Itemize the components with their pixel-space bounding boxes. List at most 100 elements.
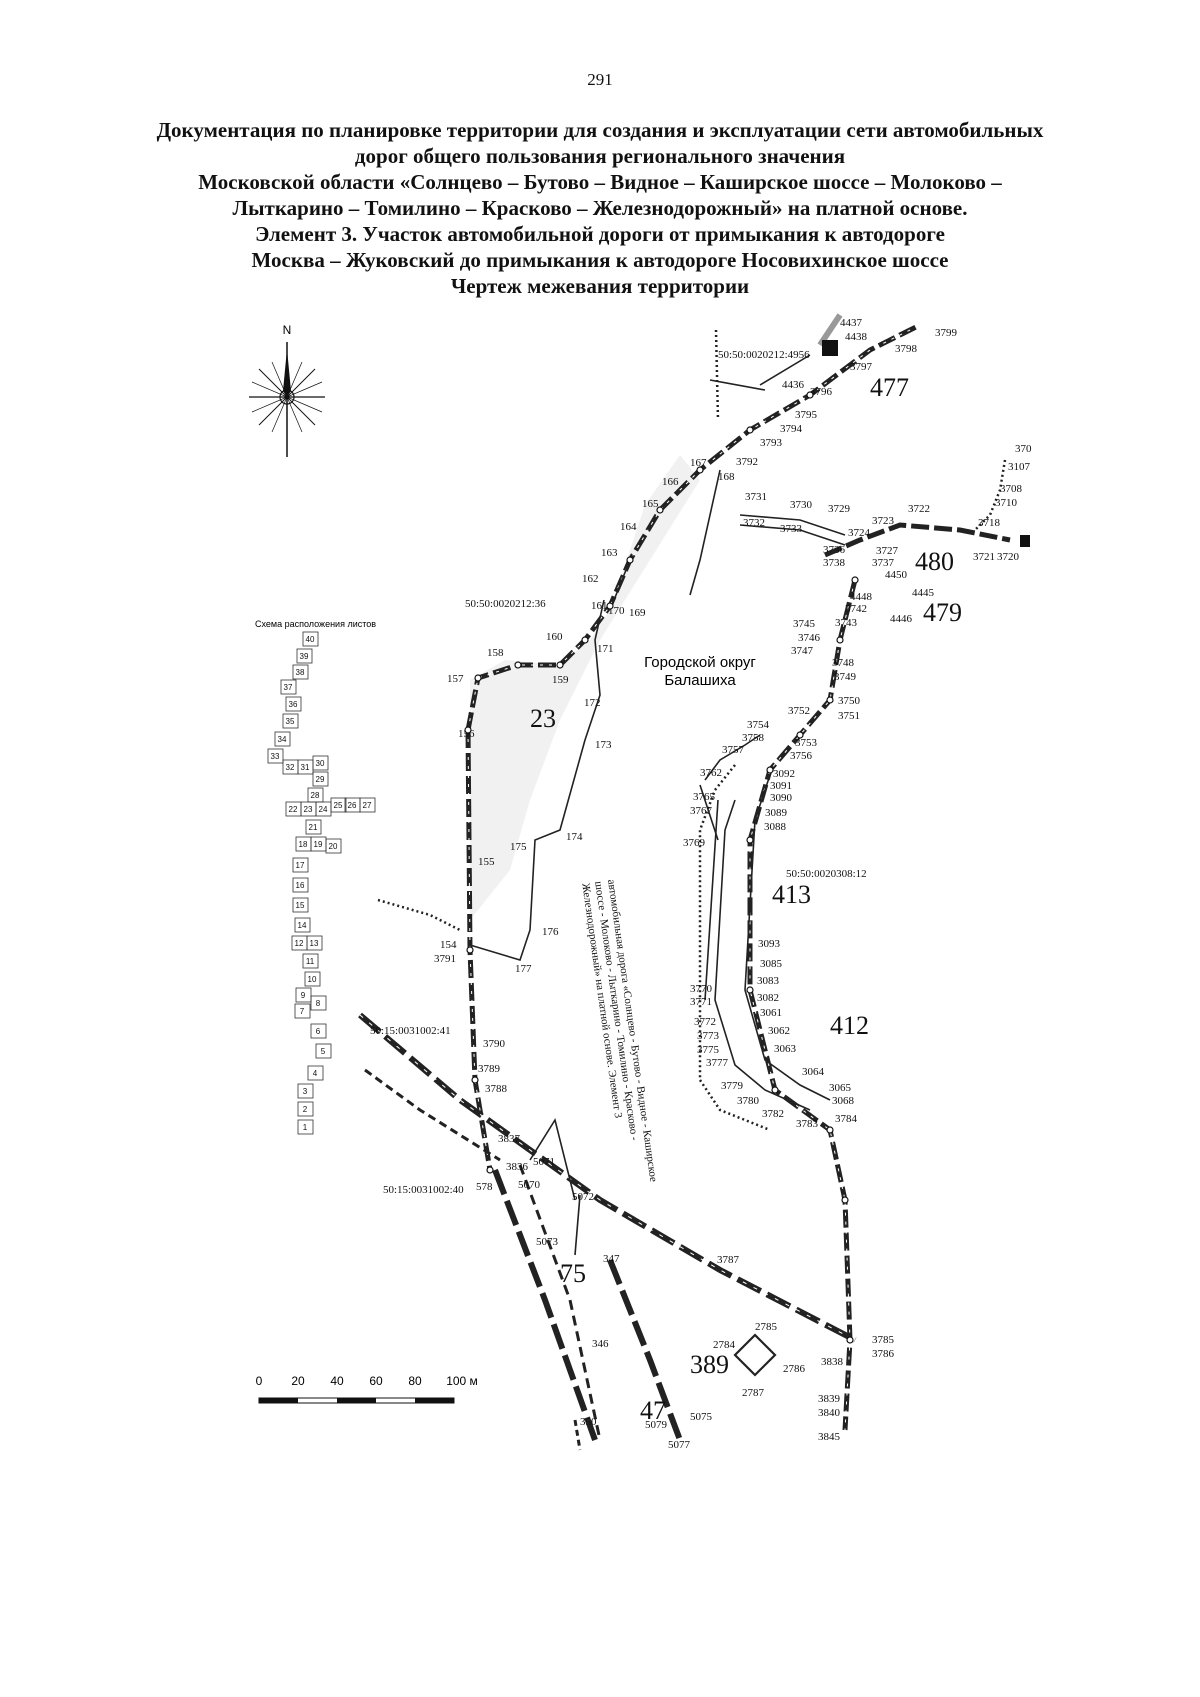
point-label: 3083 bbox=[757, 975, 780, 987]
sheet-number: 27 bbox=[363, 801, 372, 810]
boundary-point-marker bbox=[826, 696, 834, 704]
point-label: 3787 bbox=[717, 1254, 740, 1266]
cadastral-labels: 50:50:0020212:4956 50:50:0020212:36 50:5… bbox=[370, 349, 867, 1196]
point-label: 157 bbox=[447, 673, 464, 685]
boundary-point-marker bbox=[486, 1166, 494, 1174]
document-title: Документация по планировке территории дл… bbox=[90, 117, 1110, 299]
sheet-cell bbox=[267, 748, 284, 764]
point-label: 3710 bbox=[995, 497, 1018, 509]
sheet-number: 16 bbox=[296, 881, 305, 890]
point-label: 3061 bbox=[760, 1007, 782, 1019]
point-label: 169 bbox=[629, 607, 646, 619]
point-label: 5079 bbox=[645, 1419, 668, 1431]
scheme-title: Схема расположения листов bbox=[255, 619, 376, 629]
point-label: 164 bbox=[620, 521, 637, 533]
sheet-number: 38 bbox=[296, 668, 305, 677]
sheet-number: 19 bbox=[314, 840, 323, 849]
title-line: Чертеж межевания территории bbox=[450, 274, 750, 298]
rotated-note: автомобильная дорога «Солнцево - Бутово … bbox=[579, 879, 659, 1183]
point-label: 5072 bbox=[572, 1191, 594, 1203]
point-label: 3777 bbox=[706, 1057, 729, 1069]
sheet-cell bbox=[312, 771, 329, 787]
point-label: 3756 bbox=[790, 750, 813, 762]
title-line: Лыткарино – Томилино – Красково – Железн… bbox=[232, 196, 968, 220]
point-label: 4450 bbox=[885, 569, 908, 581]
point-label: 3062 bbox=[768, 1025, 790, 1037]
point-label: 4448 bbox=[850, 591, 873, 603]
point-label: 2786 bbox=[783, 1363, 806, 1375]
sheet-number: 30 bbox=[316, 759, 325, 768]
point-label: 3779 bbox=[721, 1080, 744, 1092]
point-label: 350 bbox=[580, 1416, 597, 1428]
sheet-cell bbox=[294, 917, 311, 933]
sheet-number: 10 bbox=[308, 975, 317, 984]
point-label: 3789 bbox=[478, 1063, 501, 1075]
sheet-cell bbox=[305, 819, 322, 835]
point-label: 3732 bbox=[743, 517, 765, 529]
boundary-point-marker bbox=[746, 836, 754, 844]
point-label: 3772 bbox=[694, 1016, 716, 1028]
sheet-number: 8 bbox=[316, 999, 321, 1008]
point-label: 3836 bbox=[506, 1161, 529, 1173]
point-label: 3718 bbox=[978, 517, 1001, 529]
point-label: 3745 bbox=[793, 618, 816, 630]
boundary-point-marker bbox=[556, 661, 564, 669]
sheet-number: 24 bbox=[319, 805, 328, 814]
sheet-number: 35 bbox=[286, 717, 295, 726]
point-label: 3092 bbox=[773, 768, 795, 780]
title-line: Московской области «Солнцево – Бутово – … bbox=[198, 170, 1002, 194]
point-label: 3088 bbox=[764, 821, 787, 833]
district-label: Городской округ Балашиха bbox=[644, 654, 756, 689]
sheet-number: 37 bbox=[284, 683, 293, 692]
boundary-point-marker bbox=[656, 506, 664, 514]
point-label: 3793 bbox=[760, 437, 783, 449]
sheet-number: 40 bbox=[306, 635, 315, 644]
point-label: 3064 bbox=[802, 1066, 825, 1078]
boundary-point-marker bbox=[746, 986, 754, 994]
point-label: 5073 bbox=[536, 1236, 559, 1248]
title-line: Москва – Жуковский до примыкания к автод… bbox=[251, 248, 949, 272]
point-labels: 4437 4438 3799 3798 3797 4436 3796 3795 … bbox=[434, 317, 1032, 1451]
sheet-cell bbox=[296, 648, 313, 664]
boundary-point-marker bbox=[826, 1126, 834, 1134]
point-label: 3784 bbox=[835, 1113, 858, 1125]
point-label: 166 bbox=[662, 476, 679, 488]
point-label: 3749 bbox=[834, 671, 857, 683]
sheet-cell bbox=[297, 1083, 314, 1099]
sheet-number: 15 bbox=[296, 901, 305, 910]
point-label: 3747 bbox=[791, 645, 814, 657]
boundary-marker bbox=[1020, 535, 1030, 547]
point-label: 3708 bbox=[1000, 483, 1023, 495]
point-label: 3785 bbox=[872, 1334, 895, 1346]
point-label: 3767 bbox=[690, 805, 713, 817]
district-name-line: Балашиха bbox=[664, 672, 736, 689]
point-label: 578 bbox=[476, 1181, 493, 1193]
boundary-point-marker bbox=[696, 466, 704, 474]
point-label: 171 bbox=[597, 643, 614, 655]
point-label: 3727 bbox=[876, 545, 899, 557]
point-label: 5075 bbox=[690, 1411, 713, 1423]
boundary-point-marker bbox=[766, 766, 774, 774]
title-line: дорог общего пользования регионального з… bbox=[354, 144, 846, 168]
sheet-cell bbox=[297, 1101, 314, 1117]
point-label: 370 bbox=[1015, 443, 1032, 455]
point-label: 3724 bbox=[848, 527, 871, 539]
boundary-marker bbox=[822, 340, 838, 356]
point-label: 3762 bbox=[700, 767, 722, 779]
point-label: 3068 bbox=[832, 1095, 855, 1107]
point-label: 4446 bbox=[890, 613, 913, 625]
sheet-cell bbox=[280, 679, 297, 695]
sheet-cell bbox=[285, 696, 302, 712]
sheet-number: 33 bbox=[271, 752, 280, 761]
point-label: 4438 bbox=[845, 331, 868, 343]
point-label: 3738 bbox=[823, 557, 846, 569]
point-label: 162 bbox=[582, 573, 599, 585]
parcel-number: 480 bbox=[915, 547, 954, 576]
sheet-cell bbox=[292, 664, 309, 680]
point-label: 3798 bbox=[895, 343, 918, 355]
sheet-cell bbox=[359, 797, 376, 813]
boundary-point-marker bbox=[606, 602, 614, 610]
title-line: Документация по планировке территории дл… bbox=[156, 118, 1044, 142]
sheet-number: 5 bbox=[321, 1047, 326, 1056]
sheet-number: 21 bbox=[309, 823, 318, 832]
